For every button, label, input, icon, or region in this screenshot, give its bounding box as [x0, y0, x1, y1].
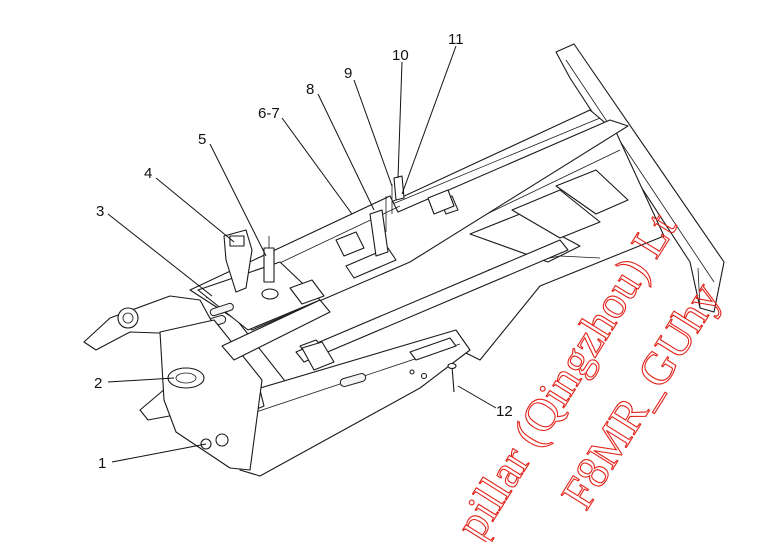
callout-5: 5: [198, 131, 206, 148]
rear-end-plate: [555, 43, 725, 313]
leader-lines: [107, 45, 497, 463]
center-pads: [289, 189, 455, 371]
callout-2: 2: [94, 375, 102, 392]
leader-12: [457, 385, 497, 409]
upper-box-section: [197, 261, 331, 361]
leader-4: [155, 177, 235, 243]
callout-11: 11: [448, 31, 464, 48]
leader-8: [317, 93, 375, 211]
bolt-12: [409, 362, 457, 393]
callout-1: 1: [98, 455, 106, 472]
callout-10: 10: [392, 47, 409, 64]
callout-12: 12: [496, 403, 513, 420]
callout-3: 3: [96, 203, 104, 220]
pin-5: [261, 236, 279, 300]
leader-10: [397, 61, 403, 179]
leader-6-7: [281, 117, 353, 215]
leader-1: [111, 443, 207, 463]
leader-9: [353, 79, 393, 187]
callout-4: 4: [144, 165, 152, 182]
upright-bracket-cluster: [369, 175, 405, 257]
mount-bracket-4: [223, 229, 253, 293]
callout-9: 9: [344, 65, 352, 82]
callout-8: 8: [306, 81, 314, 98]
leader-2: [107, 377, 175, 383]
leader-5: [209, 143, 267, 257]
leader-11: [401, 45, 457, 195]
slot: [339, 373, 367, 387]
leader-3: [107, 213, 213, 297]
callout-6-7: 6-7: [258, 105, 280, 122]
callout-labels: 1 2 3 4 5 6-7 8 9 10 11 12: [94, 31, 513, 472]
